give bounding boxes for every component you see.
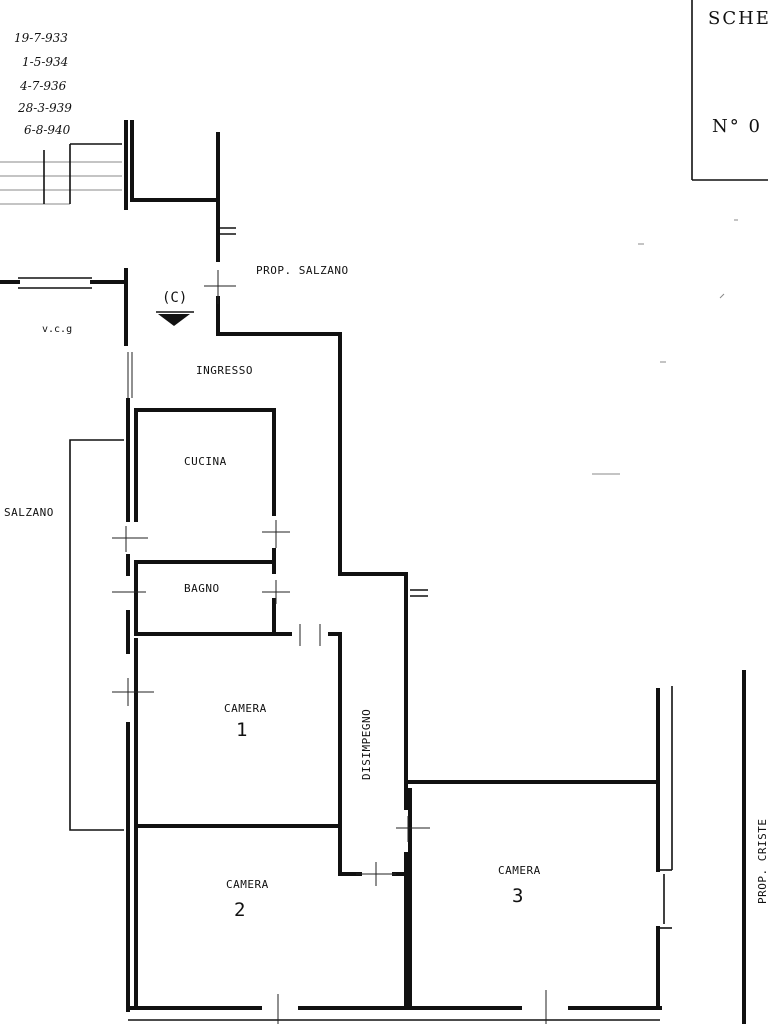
room-number-camera-3: 3 [512,885,523,907]
left-property-boundary [69,439,124,831]
revision-date-1: 19-7-933 [14,31,68,45]
label-prop-left: SALZANO [4,506,54,519]
stray-marks [592,219,738,475]
room-number-camera-1: 1 [236,719,247,741]
entrance-marker: (C) [156,290,194,326]
entrance-arrow-icon [158,314,190,326]
entrance-marker-label: (C) [162,290,187,306]
revision-date-4: 28-3-939 [17,101,72,115]
title-block-number: N° 0 [712,116,762,137]
door-openings [112,270,547,1024]
label-prop-right: PROP. CRISTE [756,819,768,904]
title-block: SCHE N° 0 [691,0,768,181]
title-block-heading: SCHE [708,8,768,29]
room-number-camera-2: 2 [234,899,245,921]
interior-walls [134,408,412,1006]
room-label-cucina: CUCINA [184,455,227,468]
left-neighbour-wall: v.c.g [0,277,128,335]
outer-walls [124,120,746,1024]
room-label-ingresso: INGRESSO [196,364,253,377]
room-label-camera-3: CAMERA [498,864,541,877]
side-note: v.c.g [42,324,72,335]
revision-dates: 19-7-933 1-5-934 4-7-936 28-3-939 6-8-94… [14,31,72,137]
room-label-bagno: BAGNO [184,582,220,595]
neighbour-stair [0,143,122,205]
label-prop-top: PROP. SALZANO [256,264,349,277]
room-label-camera-1: CAMERA [224,702,267,715]
revision-date-2: 1-5-934 [22,55,68,69]
room-label-corridor: DISIMPEGNO [360,709,373,780]
revision-date-3: 4-7-936 [19,79,67,93]
revision-date-5: 6-8-940 [24,123,71,137]
room-label-camera-2: CAMERA [226,878,269,891]
